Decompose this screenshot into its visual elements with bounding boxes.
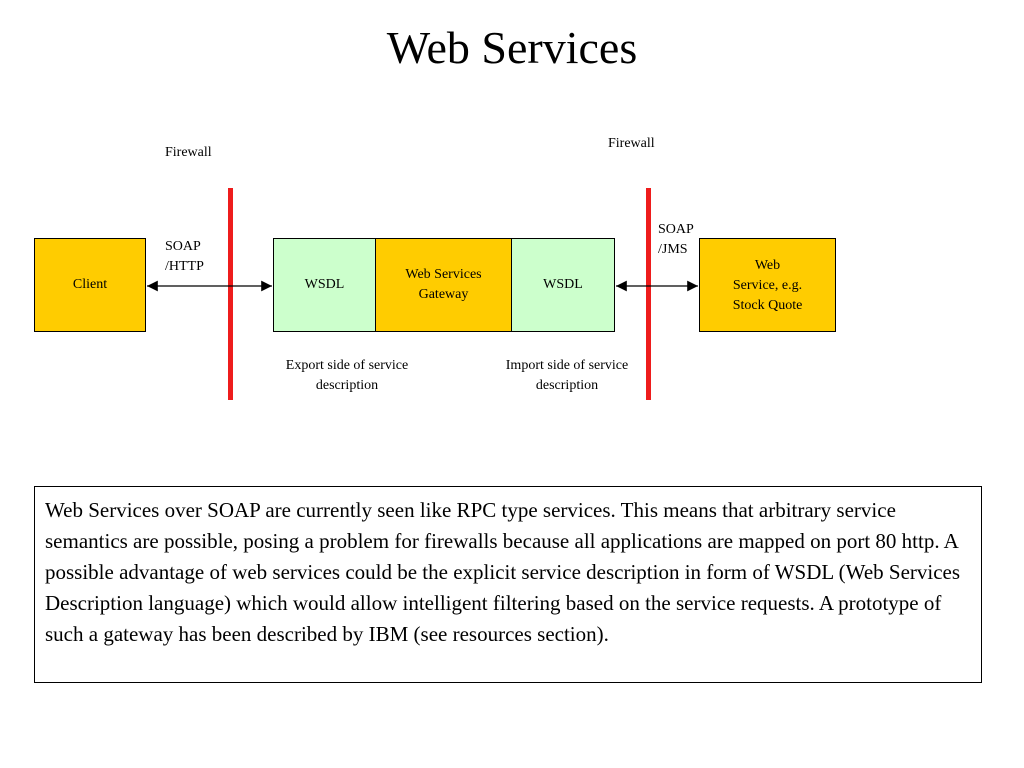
export-side-label: Export side of service description [285,358,409,393]
client-box: Client [34,238,146,332]
soap-http-label: SOAP /HTTP [165,239,204,274]
gateway-box: Web Services Gateway [375,238,512,332]
web-service-box: Web Service, e.g. Stock Quote [699,238,836,332]
web-service-label: Web Service, e.g. Stock Quote [732,258,803,313]
firewall-left [228,188,233,400]
wsdl-right-box: WSDL [511,238,615,332]
page-title: Web Services [386,22,638,73]
wsdl-right-label: WSDL [543,277,583,292]
client-box-label: Client [72,277,108,292]
soap-jms-label: SOAP /JMS [658,222,694,257]
import-side-label: Import side of service description [505,358,629,393]
firewall-right [646,188,651,400]
wsdl-left-box: WSDL [273,238,376,332]
wsdl-left-label: WSDL [304,277,345,292]
description-box: Web Services over SOAP are currently see… [34,486,982,683]
firewall-right-label: Firewall [608,136,655,151]
firewall-left-label: Firewall [165,145,212,160]
gateway-label: Web Services Gateway [405,267,482,302]
